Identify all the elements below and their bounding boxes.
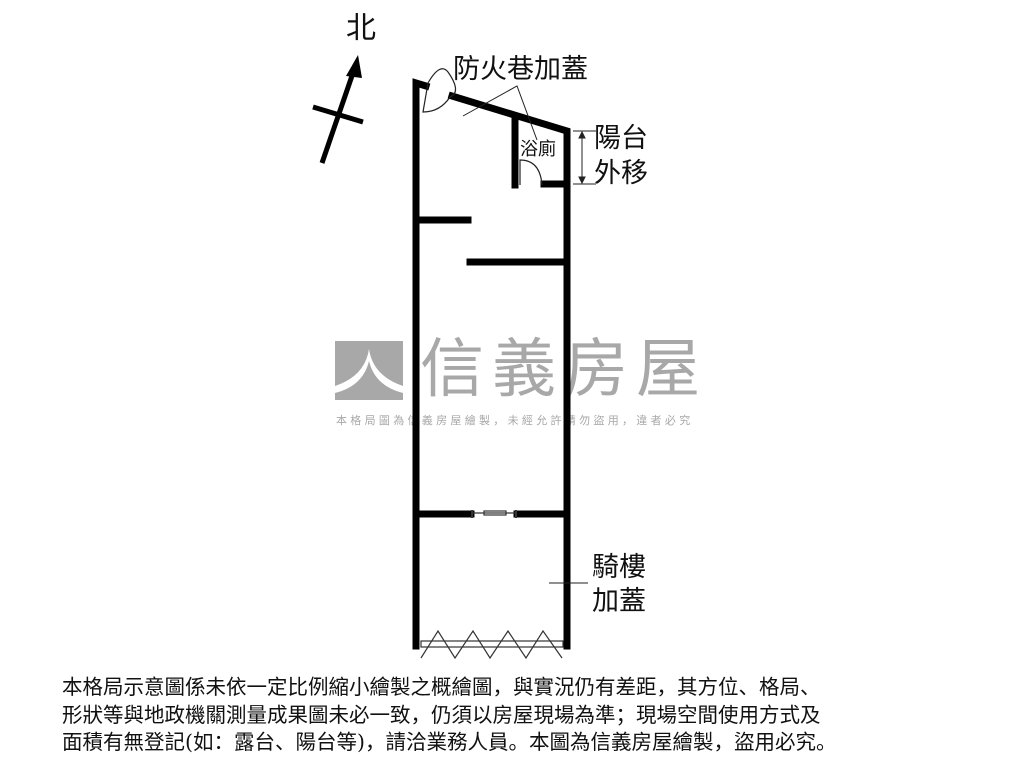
watermark-logo: [335, 341, 403, 400]
watermark-brand: 信義房屋: [420, 333, 708, 407]
compass-icon: [312, 55, 364, 164]
disclaimer-line: 面積有無登記(如：露台、陽台等)，請洽業務人員。本圖為信義房屋繪製，盜用必究。: [62, 730, 837, 754]
balcony-label-2: 外移: [594, 158, 648, 189]
folding-door-icon: [420, 629, 564, 660]
watermark-caption: 本格局圖為信義房屋繪製，未經允許請勿盜用，違者必究: [336, 414, 694, 427]
arcade-label-2: 加蓋: [592, 586, 646, 617]
sliding-window-icon: [471, 510, 517, 518]
logo-roof-icon: [335, 349, 403, 393]
arcade-label-1: 騎樓: [592, 552, 646, 583]
walls: [412, 78, 571, 650]
disclaimer-line: 形狀等與地政機關測量成果圖未必一致，仍須以房屋現場為準；現場空間使用方式及: [62, 702, 821, 727]
entry-door-icon: [422, 68, 457, 113]
fire-lane-label: 防火巷加蓋: [453, 54, 588, 85]
disclaimer: 本格局示意圖係未依一定比例縮小繪製之概繪圖，與實況仍有差距，其方位、格局、 形狀…: [62, 674, 982, 757]
compass-north-label: 北: [346, 11, 376, 46]
bathroom-door-icon: [519, 159, 543, 186]
leader-lines: [462, 85, 596, 584]
bathroom-label: 浴廁: [520, 139, 556, 160]
disclaimer-line: 本格局示意圖係未依一定比例縮小繪製之概繪圖，與實況仍有差距，其方位、格局、: [62, 675, 821, 699]
balcony-label-1: 陽台: [594, 123, 648, 154]
